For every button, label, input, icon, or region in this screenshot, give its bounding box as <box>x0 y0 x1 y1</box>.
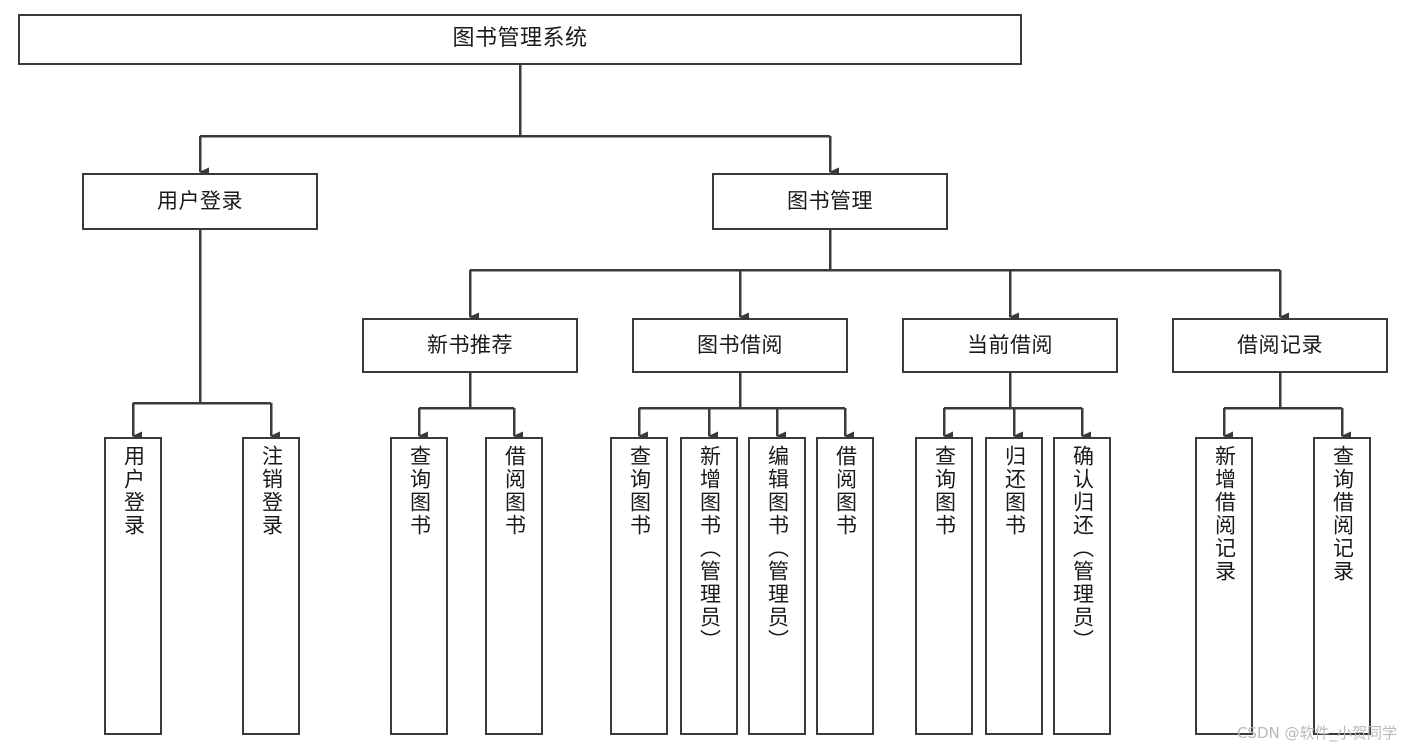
node-label: 图书管理 <box>787 188 873 213</box>
node-label: 查询图书 <box>407 445 432 537</box>
node-leaf-user-logout[interactable]: 注销登录 <box>242 437 300 735</box>
node-current-borrow[interactable]: 当前借阅 <box>902 318 1118 373</box>
node-label: 图书管理系统 <box>452 26 588 52</box>
node-leaf-add-book[interactable]: 新增图书（管理员） <box>680 437 738 735</box>
node-label: 图书借阅 <box>697 332 783 357</box>
node-label: 新书推荐 <box>427 332 513 357</box>
node-leaf-confirm-return[interactable]: 确认归还（管理员） <box>1053 437 1111 735</box>
node-label: 用户登录 <box>157 188 243 213</box>
node-book-borrow[interactable]: 图书借阅 <box>632 318 848 373</box>
node-new-book-rec[interactable]: 新书推荐 <box>362 318 578 373</box>
node-leaf-user-login[interactable]: 用户登录 <box>104 437 162 735</box>
node-leaf-query-book-3[interactable]: 查询图书 <box>915 437 973 735</box>
node-leaf-query-record[interactable]: 查询借阅记录 <box>1313 437 1371 735</box>
node-label: 当前借阅 <box>967 332 1053 357</box>
node-label: 归还图书 <box>1002 445 1027 537</box>
node-leaf-query-book-2[interactable]: 查询图书 <box>610 437 668 735</box>
node-label: 借阅图书 <box>502 445 527 537</box>
node-leaf-query-book-1[interactable]: 查询图书 <box>390 437 448 735</box>
node-root[interactable]: 图书管理系统 <box>18 14 1022 65</box>
node-label: 用户登录 <box>121 445 146 537</box>
node-leaf-return-book[interactable]: 归还图书 <box>985 437 1043 735</box>
node-borrow-record[interactable]: 借阅记录 <box>1172 318 1388 373</box>
node-label: 编辑图书（管理员） <box>765 445 790 652</box>
node-leaf-borrow-book-2[interactable]: 借阅图书 <box>816 437 874 735</box>
node-label: 借阅记录 <box>1237 332 1323 357</box>
node-leaf-edit-book[interactable]: 编辑图书（管理员） <box>748 437 806 735</box>
node-label: 确认归还（管理员） <box>1070 445 1095 652</box>
node-label: 查询图书 <box>932 445 957 537</box>
node-user-login[interactable]: 用户登录 <box>82 173 318 230</box>
node-leaf-add-record[interactable]: 新增借阅记录 <box>1195 437 1253 735</box>
node-label: 注销登录 <box>259 445 284 537</box>
node-label: 新增图书（管理员） <box>697 445 722 652</box>
node-label: 新增借阅记录 <box>1212 445 1237 583</box>
edge-group <box>131 65 1351 441</box>
node-label: 借阅图书 <box>833 445 858 537</box>
node-book-manage[interactable]: 图书管理 <box>712 173 948 230</box>
node-label: 查询图书 <box>627 445 652 537</box>
node-label: 查询借阅记录 <box>1330 445 1355 583</box>
node-leaf-borrow-book-1[interactable]: 借阅图书 <box>485 437 543 735</box>
